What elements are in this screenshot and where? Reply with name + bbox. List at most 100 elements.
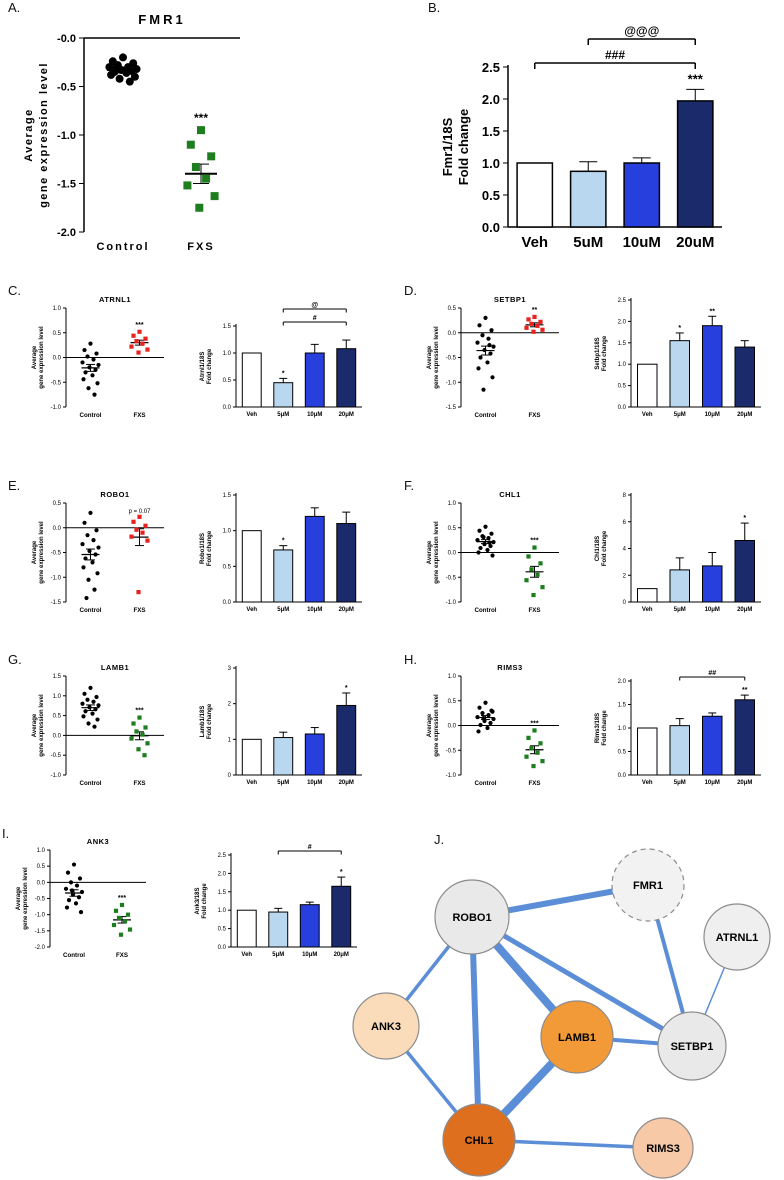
scatter-point xyxy=(129,344,134,349)
scatter-point xyxy=(480,333,485,338)
scatter-point xyxy=(96,545,101,550)
y-tick-label: 1.0 xyxy=(53,694,62,700)
significance-stars: * xyxy=(345,685,348,692)
bar-5μM xyxy=(669,725,690,776)
bar-20uM xyxy=(676,100,714,228)
y-tick-label: 0.5 xyxy=(448,699,457,705)
x-category-label: 20μM xyxy=(339,780,354,786)
y-axis-label-line1: Average xyxy=(16,886,22,910)
scatter-point xyxy=(481,387,486,392)
scatter-point xyxy=(96,703,101,708)
y-tick-label: -0.5 xyxy=(446,356,457,362)
scatter-point xyxy=(80,701,85,706)
y-axis-label-line1: Average xyxy=(427,540,433,564)
x-category-label: Control xyxy=(80,780,102,787)
scatter-point xyxy=(71,862,77,867)
y-tick-label: 0.5 xyxy=(223,564,232,570)
scatter-point xyxy=(526,317,531,322)
x-category-label: Control xyxy=(80,412,102,419)
y-tick-label: 2.5 xyxy=(482,60,500,75)
y-tick-label: -0.5 xyxy=(57,82,76,94)
scatter-point xyxy=(524,578,529,583)
scatter-point xyxy=(105,63,114,72)
scatter-point xyxy=(63,886,69,891)
y-tick-label: 1.0 xyxy=(618,362,627,368)
scatter-point xyxy=(478,722,483,728)
y-tick-label: -1.5 xyxy=(446,405,457,411)
x-category-label: FXS xyxy=(528,607,540,614)
bar-20μM xyxy=(336,523,357,603)
y-tick-label: 2.0 xyxy=(482,92,500,107)
scatter-point xyxy=(475,538,480,543)
scatter-point xyxy=(475,714,480,720)
node-label-SETBP1: SETBP1 xyxy=(671,1041,714,1053)
y-axis-label-line2: Fold change xyxy=(602,710,608,746)
panel-label-j: J. xyxy=(434,832,445,847)
significance-stars: * xyxy=(678,325,681,332)
scatter-point xyxy=(83,556,88,561)
x-category-label: 10μM xyxy=(705,412,720,418)
x-category-label: FXS xyxy=(528,412,540,419)
scatter-point xyxy=(68,880,74,885)
bar-20μM xyxy=(336,348,357,408)
bar-20μM xyxy=(734,539,755,603)
scatter-point xyxy=(111,922,117,928)
scatter-point xyxy=(482,541,487,547)
scatter-point xyxy=(485,547,490,553)
y-tick-label: -1.5 xyxy=(51,600,62,606)
significance-stars: *** xyxy=(194,111,208,125)
scatter-point xyxy=(131,721,136,726)
scatter-point xyxy=(531,592,536,598)
scatter-point xyxy=(540,585,545,590)
scatter-point xyxy=(540,759,545,764)
scatter-point xyxy=(73,901,79,906)
scatter-point xyxy=(86,386,91,391)
scatter-point xyxy=(143,336,148,341)
y-tick-label: 1 xyxy=(228,737,232,743)
scatter-point xyxy=(487,343,492,348)
scatter-point xyxy=(531,763,536,769)
bar-20μM xyxy=(734,699,755,776)
scatter-point xyxy=(74,883,80,888)
scatter-point xyxy=(131,519,136,524)
y-tick-label: 0.5 xyxy=(618,384,627,390)
y-tick-label: -0.5 xyxy=(446,748,457,754)
scatter-point xyxy=(86,721,91,726)
scatter-point xyxy=(134,729,139,734)
scatter-point xyxy=(92,587,97,592)
scatter-point xyxy=(483,700,488,705)
x-category-label: Veh xyxy=(246,412,257,418)
y-tick-label: 1.0 xyxy=(53,306,62,312)
y-tick-label: 0 xyxy=(623,600,627,606)
scatter-point xyxy=(95,571,100,576)
y-axis-label-line2: gene expression level xyxy=(39,694,45,757)
scatter-point xyxy=(490,553,495,558)
y-tick-label: 0.0 xyxy=(223,600,232,606)
scatter-point xyxy=(143,725,148,730)
y-axis-label-line1: Average xyxy=(427,713,433,737)
scatter-point xyxy=(475,340,480,345)
p-value: p = 0.07 xyxy=(129,509,152,515)
network-node-ROBO1 xyxy=(434,879,510,955)
x-category-label: 5μM xyxy=(277,780,289,786)
panel-label-i: I. xyxy=(2,826,10,841)
y-tick-label: -1.5 xyxy=(35,929,46,935)
scatter-point xyxy=(87,365,92,370)
scatter-point xyxy=(489,531,494,536)
bar-10μM xyxy=(304,515,325,603)
scatter-point xyxy=(526,735,531,740)
bar-10uM xyxy=(623,162,661,228)
x-category-label: Control xyxy=(80,607,102,614)
scatter-point xyxy=(486,536,491,541)
scatter-point xyxy=(85,354,90,359)
y-tick-label: -1.0 xyxy=(446,380,457,386)
bar-20μM xyxy=(734,346,755,408)
bar-10μM xyxy=(702,715,723,776)
x-category-label: FXS xyxy=(528,780,540,787)
